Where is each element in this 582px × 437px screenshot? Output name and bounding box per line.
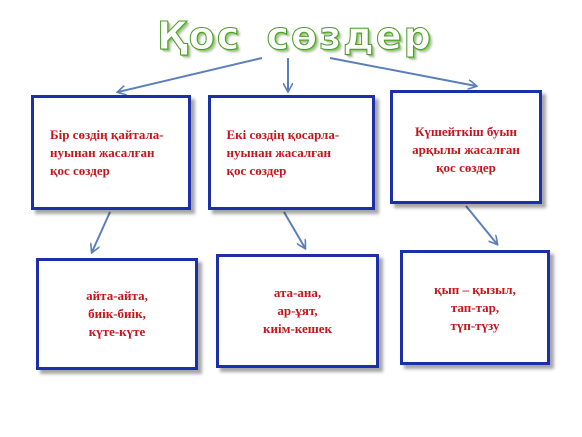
category-box-repetition: Бір сөздің қайтала- нуынан жасалған қос … (31, 95, 191, 210)
arrow-box-1-down (92, 211, 111, 252)
arrow-box-2-down (283, 211, 305, 248)
example-box-pairing: ата-ана, ар-ұят, киім-кешек (216, 254, 379, 368)
arrow-title-to-box-3 (329, 57, 476, 86)
example-box-text: қып – қызыл, тап-тар, түп-түзу (434, 281, 516, 333)
diagram-title: Қос сөздер (157, 14, 433, 59)
example-box-repetition: айта-айта, биік-биік, күте-күте (36, 258, 198, 370)
category-box-intensifier: Күшейткіш буын арқылы жасалған қос сөзде… (390, 90, 542, 204)
example-box-text: айта-айта, биік-биік, күте-күте (86, 288, 148, 339)
category-box-pairing: Екі сөздің қосарла- нуынан жасалған қос … (208, 95, 375, 210)
example-box-intensifier: қып – қызыл, тап-тар, түп-түзу (400, 250, 550, 365)
category-box-text: Бір сөздің қайтала- нуынан жасалған қос … (50, 126, 164, 178)
arrow-title-to-box-1 (118, 57, 263, 92)
arrow-box-3-down (465, 205, 497, 244)
example-box-text: ата-ана, ар-ұят, киім-кешек (263, 285, 332, 336)
category-box-text: Екі сөздің қосарла- нуынан жасалған қос … (226, 127, 340, 178)
category-box-text: Күшейткіш буын арқылы жасалған қос сөзде… (412, 124, 520, 175)
